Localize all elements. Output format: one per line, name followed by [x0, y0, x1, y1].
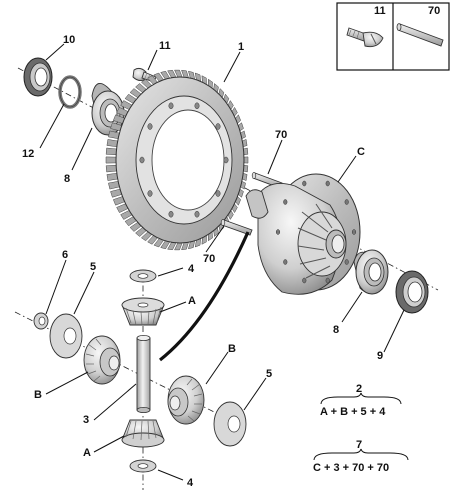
callout-B-right: B — [228, 343, 236, 355]
callout-labels: 10 11 1 12 8 70 C 70 6 5 4 A B B 3 5 A 4… — [22, 34, 383, 489]
ring-gear-tooth — [243, 156, 249, 164]
pin-inset-icon — [396, 23, 444, 47]
ring-gear-tooth — [105, 156, 117, 164]
assembly-arrow — [159, 231, 250, 362]
callout-6: 6 — [62, 249, 68, 261]
flange-hole — [344, 259, 349, 265]
flange-hole — [283, 199, 288, 205]
flange-hole — [344, 199, 349, 205]
flange-hole — [325, 180, 330, 187]
formula-2: 7 C + 3 + 70 + 70 — [313, 439, 409, 474]
bolt-hole — [215, 190, 221, 197]
bolt-hole — [139, 156, 145, 164]
planet-gear-A-top — [121, 297, 165, 326]
callout-A-bottom: A — [83, 447, 91, 459]
bolt-hole — [194, 102, 200, 110]
formula-1-result: 2 — [356, 383, 362, 395]
callout-8-top: 8 — [64, 173, 70, 185]
callout-70-mid: 70 — [203, 253, 215, 265]
leader-lines — [39, 43, 405, 481]
ring-gear-tooth — [106, 139, 118, 147]
formula-2-result: 7 — [356, 439, 362, 451]
inset-box: 11 70 — [336, 2, 450, 71]
flange-hole — [302, 277, 307, 284]
oil-seal-10 — [23, 57, 53, 97]
callout-3: 3 — [83, 414, 89, 426]
flange-hole — [325, 277, 330, 284]
pin-70-mid — [220, 219, 253, 236]
callout-11: 11 — [159, 40, 171, 52]
oil-seal-9 — [395, 270, 429, 314]
inset-label-70: 70 — [428, 5, 440, 17]
callout-70-top: 70 — [275, 129, 287, 141]
callout-9: 9 — [377, 350, 383, 362]
bearing-8-bottom — [353, 249, 389, 295]
callout-B-left: B — [34, 389, 42, 401]
callout-8-bottom: 8 — [333, 324, 339, 336]
sun-gear-B-right — [167, 375, 205, 425]
flange-hole — [275, 229, 281, 235]
ring-gear-tooth — [105, 147, 117, 156]
ring-gear-teeth — [105, 69, 249, 251]
bolt-hole — [215, 123, 221, 130]
callout-4-top: 4 — [188, 263, 195, 275]
washer-6 — [33, 312, 49, 330]
sun-gear-B-left — [83, 335, 121, 385]
thrust-washer-4-bottom — [129, 459, 157, 473]
ring-gear-tooth — [106, 173, 118, 181]
formula-1-terms: A + B + 5 + 4 — [320, 406, 386, 418]
bolt-hole — [168, 102, 174, 110]
formula-2-terms: C + 3 + 70 + 70 — [313, 462, 389, 474]
lower-axis-line — [14, 311, 241, 426]
formula-1: 2 A + B + 5 + 4 — [320, 383, 402, 418]
planet-gear-A-bottom — [121, 419, 165, 448]
callout-C: C — [357, 146, 365, 158]
callout-1: 1 — [238, 41, 244, 53]
flange-hole — [283, 259, 288, 265]
bolt-hole — [223, 156, 229, 164]
thrust-washer-5-right — [213, 401, 247, 447]
thrust-washer-4-top — [129, 269, 157, 283]
formula-2-brace — [313, 448, 409, 461]
bolt-hole — [194, 210, 200, 218]
callout-A-top: A — [188, 295, 196, 307]
circlip-12 — [58, 75, 82, 109]
differential-case-C — [245, 173, 361, 295]
flange-hole — [351, 229, 357, 235]
callout-5-right: 5 — [266, 368, 272, 380]
callout-4-bottom: 4 — [187, 477, 194, 489]
ring-gear-tooth — [105, 164, 117, 173]
flange-hole — [302, 180, 307, 187]
ring-gear-bolt-holes — [139, 102, 229, 218]
bolt-inset-icon — [346, 27, 384, 48]
formula-1-brace — [320, 392, 402, 405]
bolt-hole — [147, 123, 153, 130]
callout-5-left: 5 — [90, 261, 96, 273]
thrust-washer-5-left — [49, 313, 83, 359]
callout-10: 10 — [63, 34, 75, 46]
callout-12: 12 — [22, 148, 34, 160]
bolt-hole — [147, 190, 153, 197]
ring-gear-1 — [105, 69, 249, 251]
bolt-hole — [168, 210, 174, 218]
inset-label-11: 11 — [374, 5, 386, 17]
case-flange-holes — [275, 180, 357, 284]
planet-shaft-3 — [136, 334, 151, 413]
